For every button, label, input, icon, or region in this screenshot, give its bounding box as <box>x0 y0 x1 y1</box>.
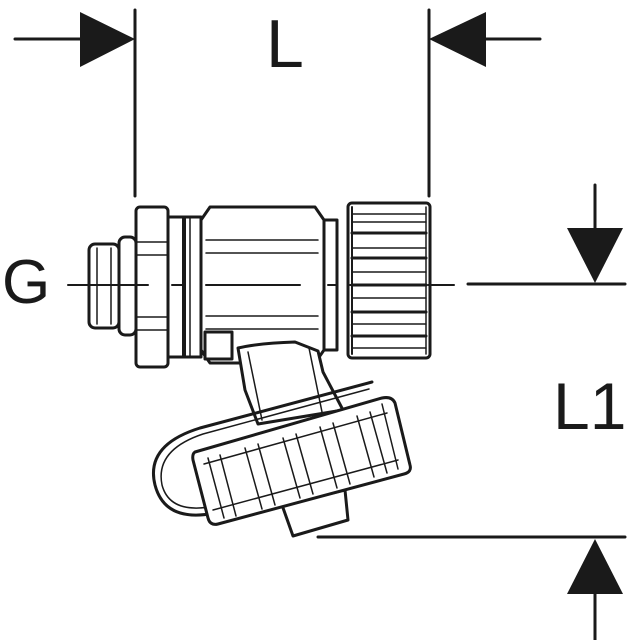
dimension-L <box>13 8 542 198</box>
arrow-up-icon <box>567 539 623 594</box>
arrow-left-icon <box>429 12 486 67</box>
arrow-right-icon <box>80 12 135 67</box>
thread-label-G: G <box>2 248 51 317</box>
cap <box>191 396 412 526</box>
hinge-strap <box>152 380 374 517</box>
dimension-label-L1: L1 <box>553 369 627 443</box>
dimension-L1 <box>316 183 627 640</box>
valve-body <box>87 201 432 369</box>
dimension-label-L: L <box>266 6 304 82</box>
arrow-down-icon <box>567 228 623 283</box>
